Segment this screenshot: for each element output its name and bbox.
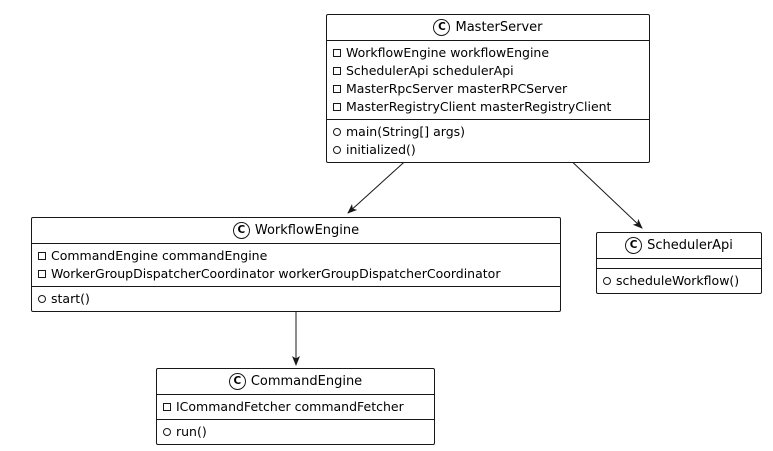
field-row: WorkerGroupDispatcherCoordinator workerG… (38, 265, 554, 283)
methods-section: start() (32, 287, 560, 311)
method-row: main(String[] args) (333, 123, 643, 141)
methods-section: scheduleWorkflow() (597, 269, 761, 293)
class-box-commandengine: C CommandEngine ICommandFetcher commandF… (156, 368, 435, 445)
edge-masterserver-to-schedulerapi (564, 154, 643, 229)
fields-section: WorkflowEngine workflowEngine SchedulerA… (327, 41, 649, 120)
class-name: CommandEngine (250, 374, 363, 389)
class-stereotype-icon: C (232, 222, 250, 239)
method-bullet-icon (163, 428, 171, 436)
method-text: main(String[] args) (346, 124, 466, 139)
field-bullet-icon (333, 49, 341, 57)
field-row: CommandEngine commandEngine (38, 247, 554, 265)
fields-section: CommandEngine commandEngine WorkerGroupD… (32, 244, 560, 287)
class-title: C MasterServer (327, 15, 649, 41)
method-text: scheduleWorkflow() (616, 273, 740, 288)
methods-section: run() (157, 420, 434, 444)
field-row: MasterRpcServer masterRPCServer (333, 80, 643, 98)
class-box-workflowengine: C WorkflowEngine CommandEngine commandEn… (31, 217, 561, 312)
method-row: run() (163, 423, 428, 441)
field-bullet-icon (333, 103, 341, 111)
method-row: initialized() (333, 141, 643, 159)
field-text: SchedulerApi schedulerApi (346, 63, 514, 78)
methods-section: main(String[] args) initialized() (327, 120, 649, 162)
method-bullet-icon (603, 277, 611, 285)
class-name: SchedulerApi (647, 238, 733, 253)
method-bullet-icon (333, 146, 341, 154)
field-text: CommandEngine commandEngine (51, 248, 268, 263)
field-text: MasterRegistryClient masterRegistryClien… (346, 99, 612, 114)
method-row: start() (38, 290, 554, 308)
class-box-masterserver: C MasterServer WorkflowEngine workflowEn… (326, 14, 650, 163)
field-bullet-icon (38, 252, 46, 260)
field-row: MasterRegistryClient masterRegistryClien… (333, 98, 643, 116)
field-text: WorkerGroupDispatcherCoordinator workerG… (51, 266, 501, 281)
method-text: initialized() (346, 142, 416, 157)
method-text: run() (176, 424, 207, 439)
class-stereotype-icon: C (625, 237, 643, 254)
field-row: SchedulerApi schedulerApi (333, 62, 643, 80)
method-bullet-icon (38, 295, 46, 303)
class-stereotype-icon: C (228, 373, 246, 390)
method-bullet-icon (333, 128, 341, 136)
field-bullet-icon (38, 270, 46, 278)
field-row: ICommandFetcher commandFetcher (163, 398, 428, 416)
fields-section: ICommandFetcher commandFetcher (157, 395, 434, 420)
field-text: ICommandFetcher commandFetcher (176, 399, 404, 414)
class-name: WorkflowEngine (254, 223, 360, 238)
class-title: C SchedulerApi (597, 233, 761, 259)
field-bullet-icon (333, 85, 341, 93)
field-text: MasterRpcServer masterRPCServer (346, 81, 568, 96)
field-text: WorkflowEngine workflowEngine (346, 45, 550, 60)
edge-masterserver-to-workflowengine (347, 154, 413, 214)
field-bullet-icon (163, 403, 171, 411)
class-stereotype-icon: C (433, 19, 451, 36)
class-box-schedulerapi: C SchedulerApi scheduleWorkflow() (596, 232, 762, 294)
class-title: C WorkflowEngine (32, 218, 560, 244)
field-bullet-icon (333, 67, 341, 75)
class-name: MasterServer (455, 20, 543, 35)
field-row: WorkflowEngine workflowEngine (333, 44, 643, 62)
fields-section-empty (597, 259, 761, 269)
method-text: start() (51, 291, 90, 306)
class-title: C CommandEngine (157, 369, 434, 395)
method-row: scheduleWorkflow() (603, 272, 755, 290)
